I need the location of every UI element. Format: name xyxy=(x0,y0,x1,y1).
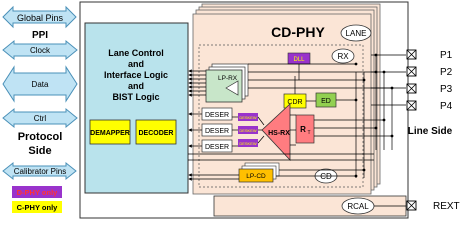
data-label: Data xyxy=(32,80,49,89)
lane-control-title-4: BIST Logic xyxy=(113,92,160,102)
deser-block-2: DESER xyxy=(201,139,233,153)
dphy-only-legend: D-PHY only xyxy=(12,186,62,198)
ctrl-label: Ctrl xyxy=(34,114,47,123)
svg-text:HS-RX: HS-RX xyxy=(268,130,290,137)
deskew-block-2: DESKEW xyxy=(238,139,258,147)
svg-text:RCAL: RCAL xyxy=(347,202,369,211)
deser-block-1: DESER xyxy=(201,123,233,137)
svg-text:C-PHY only: C-PHY only xyxy=(17,203,59,212)
svg-text:DESER: DESER xyxy=(205,128,229,135)
decoder-block: DECODER xyxy=(135,119,177,145)
global-pins-label: Global Pins xyxy=(17,13,64,23)
line-side-label: Line Side xyxy=(408,126,453,137)
lane-control-title-0: Lane Control xyxy=(108,48,164,58)
svg-text:CD: CD xyxy=(320,172,332,181)
rcal-ellipse: RCAL xyxy=(341,197,375,215)
ppi-label: PPI xyxy=(32,30,48,41)
svg-text:P3: P3 xyxy=(440,84,453,95)
svg-text:DESER: DESER xyxy=(205,144,229,151)
svg-text:RX: RX xyxy=(337,52,349,61)
rt-block: R T xyxy=(295,114,315,144)
data-arrow: Data xyxy=(2,65,78,103)
clock-label: Clock xyxy=(30,46,51,55)
svg-text:LP-CD: LP-CD xyxy=(246,173,266,180)
svg-text:P1: P1 xyxy=(440,50,453,61)
cphy-only-legend: C-PHY only xyxy=(12,201,62,213)
svg-text:DESER: DESER xyxy=(205,112,229,119)
phy-to-lane-control-arrows xyxy=(188,69,239,181)
deskew-block-0: DESKEW xyxy=(238,113,258,121)
hs-rx-block: HS-RX xyxy=(261,103,291,162)
svg-text:D-PHY only: D-PHY only xyxy=(17,188,59,197)
dll-block: DLL xyxy=(287,52,311,65)
calibrator-pins-arrow: Calibrator Pins xyxy=(2,161,77,181)
ed-block: ED xyxy=(315,92,337,108)
svg-text:LANE: LANE xyxy=(346,29,367,38)
global-pins-arrow: Global Pins xyxy=(2,5,77,29)
svg-text:DESKEW: DESKEW xyxy=(239,128,257,133)
rx-dashed-boundary xyxy=(198,44,364,188)
pin-p2: P2 xyxy=(406,66,453,78)
svg-text:DEMAPPER: DEMAPPER xyxy=(90,130,130,137)
pin-rext: REXT xyxy=(406,200,460,212)
svg-text:DLL: DLL xyxy=(293,57,305,63)
svg-text:DECODER: DECODER xyxy=(138,130,173,137)
svg-text:T: T xyxy=(307,130,310,136)
svg-text:DESKEW: DESKEW xyxy=(239,141,257,146)
calibrator-pins-label: Calibrator Pins xyxy=(14,167,66,176)
deser-block-0: DESER xyxy=(201,107,233,121)
svg-text:R: R xyxy=(300,125,306,134)
deskew-block-1: DESKEW xyxy=(238,126,258,134)
lane-control-title-2: Interface Logic xyxy=(104,70,168,80)
protocol-label-line1: Protocol xyxy=(18,131,63,143)
lane-control-block xyxy=(84,22,189,194)
lp-cd-block: LP-CD xyxy=(238,162,280,183)
svg-text:ED: ED xyxy=(321,98,331,105)
lp-rx-block: LP-RX xyxy=(205,63,249,103)
svg-text:P2: P2 xyxy=(440,67,453,78)
lane-control-title-3: and xyxy=(128,81,144,91)
phy-title: CD-PHY xyxy=(271,24,325,40)
svg-text:P4: P4 xyxy=(440,101,453,112)
cdr-block: CDR xyxy=(283,93,307,109)
junction-dots xyxy=(354,53,394,178)
pin-p3: P3 xyxy=(406,83,453,95)
lane-control-title-1: and xyxy=(128,59,144,69)
pin-p4: P4 xyxy=(406,100,453,112)
demapper-block: DEMAPPER xyxy=(89,119,131,145)
protocol-label-line2: Side xyxy=(28,145,51,157)
clock-arrow: Clock xyxy=(2,39,78,61)
svg-text:CDR: CDR xyxy=(287,99,302,106)
svg-text:REXT: REXT xyxy=(433,201,460,212)
cd-phy-block-diagram: Global Pins PPI Clock Data Ctrl Protocol… xyxy=(2,1,460,219)
svg-text:LP-RX: LP-RX xyxy=(218,75,238,82)
rx-ellipse: RX xyxy=(331,48,355,64)
ctrl-arrow: Ctrl xyxy=(2,107,78,129)
phy-lane-front xyxy=(192,13,372,195)
lane-ellipse: LANE xyxy=(340,24,372,42)
svg-text:DESKEW: DESKEW xyxy=(239,115,257,120)
pin-p1: P1 xyxy=(406,49,453,61)
